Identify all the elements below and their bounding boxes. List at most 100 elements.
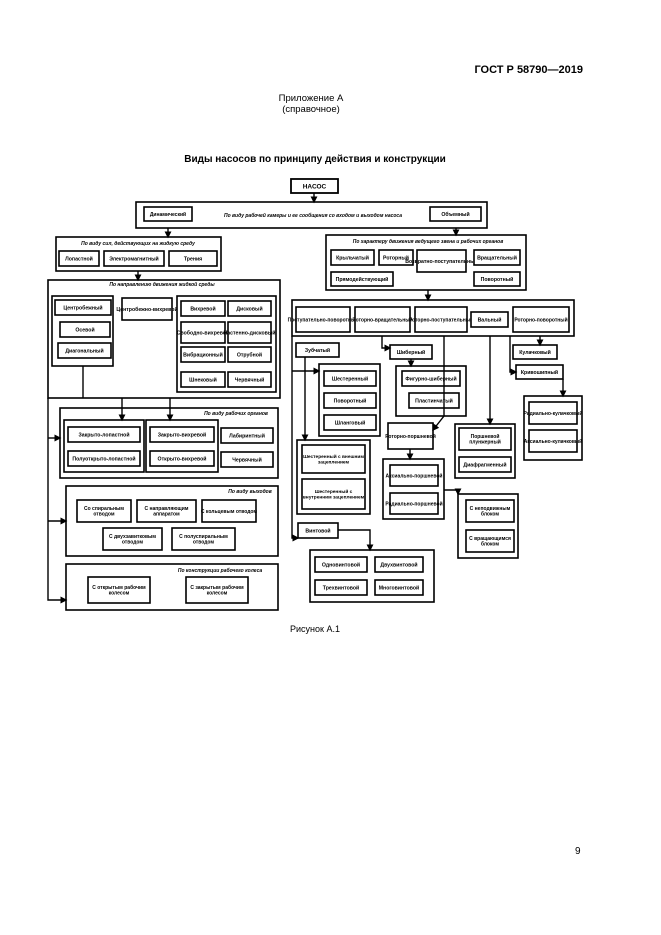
vol-plunger-box: [458, 427, 512, 451]
vol-axial-cam-box: [528, 429, 578, 453]
dyn-friction-6-box: [180, 371, 226, 388]
dyn-centrifugal-vortex-label: Центробежно-вихревой: [116, 306, 177, 313]
dyn-channel-open-vortex-box: [149, 450, 215, 467]
dyn-centrifugal-vortex-box: [121, 297, 173, 321]
vol-cam-box: [512, 344, 558, 360]
dyn-medium-vane-box: [58, 250, 100, 267]
vol-screw-4-box: [374, 579, 424, 596]
dyn-friction-0-label: Вихревой: [190, 305, 215, 312]
vol-diaphragm-box: [458, 456, 512, 473]
branch-volumetric-box: [429, 206, 482, 222]
dyn-channel-closed-vortex-box: [149, 426, 215, 443]
dyn-medium-friction-label: Трения: [184, 256, 202, 262]
vol-motion-direct-label: Прямодействующий: [336, 276, 389, 283]
vol-gears-1-box: [323, 392, 377, 409]
root-pump-label: НАСОС: [303, 183, 327, 190]
dyn-friction-3-box: [227, 321, 272, 344]
dyn-friction-3-label: Настенно-дисковый: [224, 329, 276, 336]
vol-rotary-piston-label: Роторно-поршневой: [385, 433, 436, 440]
vol-motion-caption: По характеру движения ведущего звена и р…: [353, 238, 503, 245]
dyn-channel-caption: По виду рабочих органов: [204, 410, 268, 417]
dyn-friction-frame: [176, 295, 277, 393]
vol-radial-cam-label: Радиально-кулачковый: [524, 410, 583, 417]
vol-kinds-frame: [291, 299, 575, 337]
dyn-channel-open-vortex-label: Открыто-вихревой: [158, 455, 207, 462]
vol-screw-2-box: [374, 556, 424, 573]
dyn-medium-em-box: [103, 250, 165, 267]
vol-kind-2-label: Роторно-поступательный: [409, 316, 473, 323]
vol-screw-1-label: Одновинтовой: [322, 561, 360, 568]
dyn-friction-7-label: Червячный: [235, 376, 265, 383]
vol-plunger-frame: [454, 423, 516, 479]
appendix-label: Приложение А: [278, 93, 344, 104]
dyn-friction-6-label: Шнековый: [189, 376, 217, 383]
vol-kind-0-box: [295, 306, 351, 333]
vol-motion-vane-box: [330, 249, 375, 266]
dyn-direction-caption: По направлению движения жидкой среды: [109, 281, 215, 288]
dyn-friction-2-box: [180, 321, 226, 344]
dyn-direction-frame: [47, 279, 281, 399]
vol-axial-cam-label: Аксиально-кулачковый: [524, 438, 583, 445]
vol-rotary-feed: [432, 336, 445, 432]
vol-block-fixed-box: [465, 499, 515, 523]
vol-screw-4-label: Многовинтовой: [379, 584, 420, 591]
dyn-friction-4-box: [180, 346, 226, 363]
dyn-channel-open-frame: [63, 419, 145, 473]
dyn-outlet-spiral-box: [76, 499, 132, 523]
vol-cam-label: Кулачковый: [519, 349, 551, 356]
vol-piston-to-block: [444, 488, 462, 496]
dyn-friction-7-box: [227, 371, 272, 388]
vol-kind-4-label: Роторно-поворотный: [514, 316, 567, 323]
vol-motion-recip-label: Возвратно-поступательный: [405, 258, 478, 265]
vol-vane-shaped-label: Фигурно-шиберный: [405, 375, 456, 382]
dyn-wheel-open-box: [87, 576, 151, 604]
vol-piston-radial-box: [389, 492, 439, 515]
dyn-outlet-double-box: [102, 527, 163, 551]
vol-kind-3-label: Вальный: [478, 316, 502, 323]
vol-gears-frame: [318, 363, 381, 437]
vol-gear-types-frame: [296, 439, 371, 515]
figure-title: Виды насосов по принципу действия и конс…: [184, 154, 446, 165]
dyn-channel-worm-label: Червячный: [232, 456, 262, 463]
dyn-dir-axial-label: Осевой: [75, 326, 94, 333]
vol-kind-1-label: Роторно-вращательный: [352, 316, 412, 323]
dyn-channel-labyrinth-label: Лабиринтный: [229, 432, 265, 439]
dyn-medium-em-label: Электромагнитный: [109, 255, 159, 262]
vol-gears-0-box: [323, 370, 377, 387]
dyn-friction-0-box: [180, 300, 226, 317]
page-number: 9: [575, 846, 581, 857]
dyn-channel-closed-vortex-label: Закрыто-вихревой: [158, 431, 207, 438]
dyn-friction-4-label: Вибрационный: [183, 351, 223, 358]
vol-gear-ext-box: [301, 444, 366, 474]
vol-crank-feed: [509, 336, 518, 376]
vol-screw-3-label: Трехвинтовой: [323, 584, 359, 591]
vol-piston-frame: [382, 458, 445, 520]
dyn-dir-centrifugal-box: [54, 299, 112, 316]
branch-dynamic-label: Динамический: [150, 211, 186, 218]
dyn-dir-axial-box: [59, 321, 111, 338]
dyn-outlet-guide-box: [136, 499, 197, 523]
dyn-outlet-ring-box: [201, 499, 257, 523]
vol-motion-rotor-box: [378, 249, 414, 266]
vol-motion-turn-box: [473, 271, 521, 287]
vol-gears-2-label: Шланговый: [335, 419, 366, 426]
vol-block-rotating-box: [465, 529, 515, 553]
vol-motion-vane-label: Крыльчатый: [336, 254, 369, 261]
vol-vane-plate-box: [408, 392, 460, 409]
vol-motion-rotor-label: Роторный: [383, 254, 409, 261]
vol-gears-0-label: Шестеренный: [332, 375, 368, 382]
vol-motion-rotary-box: [473, 249, 521, 266]
vol-vane-plate-label: Пластинчатый: [415, 397, 453, 404]
vol-vane-label: Шиберный: [397, 349, 425, 356]
